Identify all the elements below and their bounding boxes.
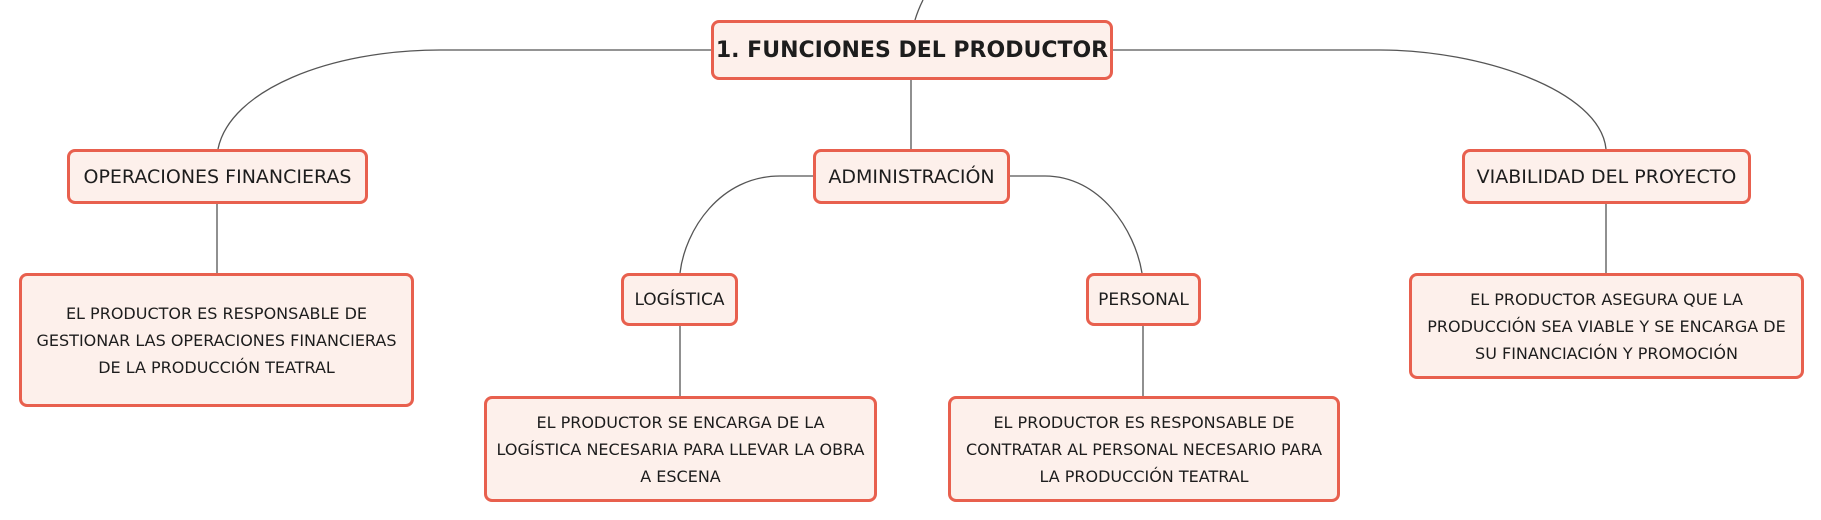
root-node[interactable]: 1. FUNCIONES DEL PRODUCTOR	[711, 20, 1113, 80]
node-viabilidad-del-proyecto[interactable]: VIABILIDAD DEL PROYECTO	[1462, 149, 1751, 204]
connector-root-viabilidad	[1113, 49, 1607, 150]
root-node-label: 1. FUNCIONES DEL PRODUCTOR	[715, 37, 1109, 63]
node-viabilidad-description-text: EL PRODUCTOR ASEGURA QUE LA PRODUCCIÓN S…	[1427, 289, 1786, 363]
node-viabilidad-description[interactable]: EL PRODUCTOR ASEGURA QUE LA PRODUCCIÓN S…	[1409, 273, 1804, 379]
connector-administracion-personal	[1010, 175, 1143, 274]
node-operaciones-financieras-label: OPERACIONES FINANCIERAS	[83, 165, 352, 188]
node-financieras-description-text: EL PRODUCTOR ES RESPONSABLE DE GESTIONAR…	[36, 303, 397, 377]
connector-root-incoming	[914, 0, 924, 21]
node-logistica-label: LOGÍSTICA	[634, 289, 725, 310]
node-personal[interactable]: PERSONAL	[1086, 273, 1201, 326]
node-viabilidad-del-proyecto-label: VIABILIDAD DEL PROYECTO	[1476, 165, 1737, 188]
node-personal-description-text: EL PRODUCTOR ES RESPONSABLE DE CONTRATAR…	[965, 412, 1323, 486]
node-personal-description[interactable]: EL PRODUCTOR ES RESPONSABLE DE CONTRATAR…	[948, 396, 1340, 502]
node-logistica-description-text: EL PRODUCTOR SE ENCARGA DE LA LOGÍSTICA …	[496, 412, 865, 486]
node-operaciones-financieras[interactable]: OPERACIONES FINANCIERAS	[67, 149, 368, 204]
node-administracion[interactable]: ADMINISTRACIÓN	[813, 149, 1010, 204]
node-personal-label: PERSONAL	[1098, 289, 1189, 310]
node-administracion-label: ADMINISTRACIÓN	[828, 165, 995, 188]
connector-administracion-logistica	[679, 175, 813, 274]
node-logistica-description[interactable]: EL PRODUCTOR SE ENCARGA DE LA LOGÍSTICA …	[484, 396, 877, 502]
node-financieras-description[interactable]: EL PRODUCTOR ES RESPONSABLE DE GESTIONAR…	[19, 273, 414, 407]
connector-root-financieras	[217, 49, 711, 150]
node-logistica[interactable]: LOGÍSTICA	[621, 273, 738, 326]
